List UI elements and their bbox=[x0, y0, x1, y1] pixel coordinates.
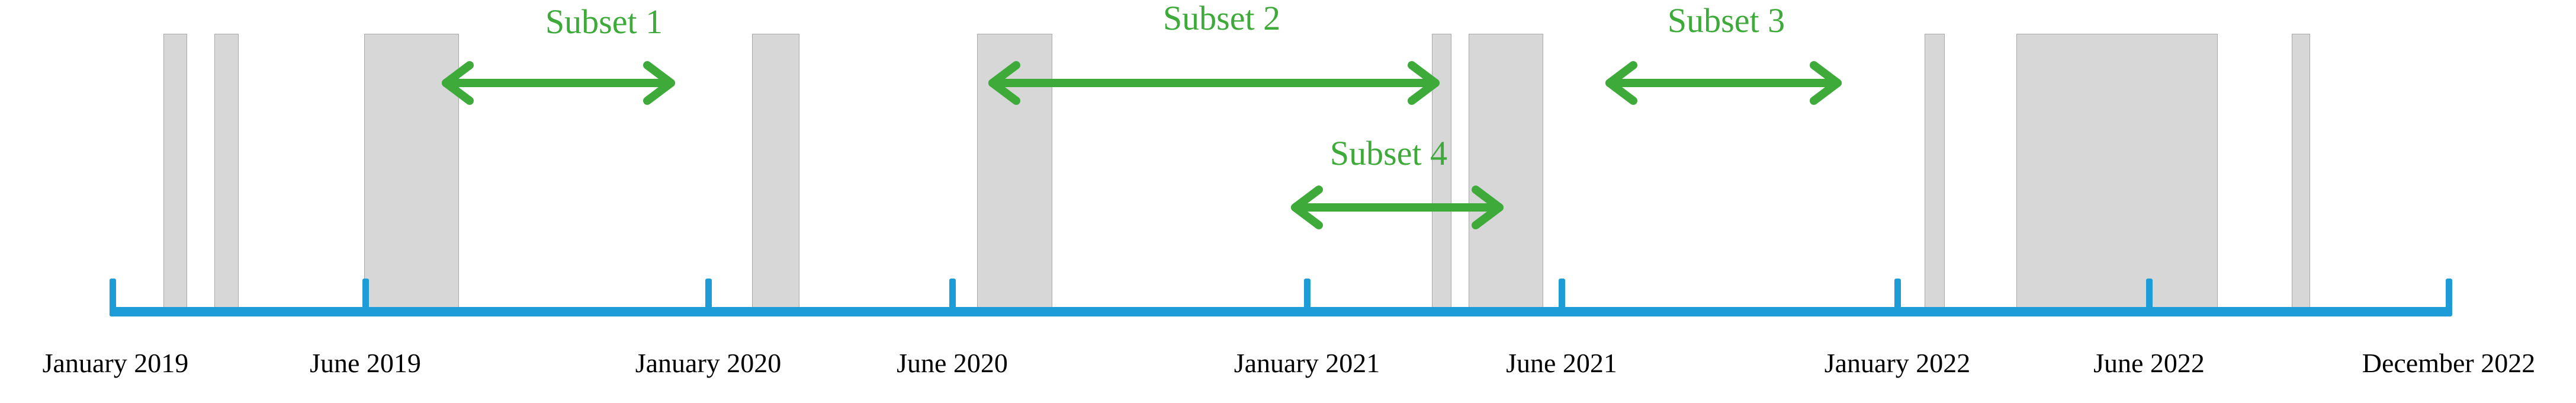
arrow-head-left bbox=[1291, 185, 1323, 212]
arrow-head-right bbox=[1408, 61, 1440, 87]
arrow-head-right bbox=[1472, 185, 1504, 212]
axis-tick bbox=[362, 279, 369, 316]
axis-tick bbox=[110, 279, 116, 316]
subset-4-label: Subset 4 bbox=[1329, 134, 1448, 172]
interval-bar bbox=[1469, 34, 1543, 311]
interval-bar bbox=[214, 34, 239, 311]
subset-2-arrow bbox=[988, 61, 1440, 105]
axis-tick-label: January 2021 bbox=[1234, 348, 1380, 378]
arrow-head-right bbox=[643, 61, 675, 87]
subset-3-arrow bbox=[1605, 61, 1842, 105]
arrow-head-left bbox=[1605, 79, 1637, 105]
interval-bar bbox=[752, 34, 799, 311]
axis-line bbox=[110, 307, 2452, 316]
axis-tick-label: June 2022 bbox=[2093, 348, 2205, 378]
subset-4-arrow bbox=[1291, 185, 1504, 229]
axis-tick-label: June 2020 bbox=[897, 348, 1008, 378]
arrow-head-left bbox=[442, 79, 474, 105]
axis-tick-label: January 2019 bbox=[42, 348, 189, 378]
axis-tick bbox=[949, 279, 956, 316]
arrow-head-left bbox=[1291, 203, 1323, 229]
arrow-head-right bbox=[643, 79, 675, 105]
axis-tick-label: January 2020 bbox=[635, 348, 782, 378]
arrow-head-left bbox=[988, 61, 1020, 87]
subset-3-label: Subset 3 bbox=[1667, 1, 1785, 40]
subset-2-label: Subset 2 bbox=[1162, 0, 1281, 37]
arrow-head-right bbox=[1408, 79, 1440, 105]
arrow-head-left bbox=[988, 79, 1020, 105]
arrow-head-right bbox=[1810, 79, 1842, 105]
axis-tick-label: June 2019 bbox=[310, 348, 421, 378]
interval-bar bbox=[163, 34, 187, 311]
arrow-head-right bbox=[1810, 61, 1842, 87]
axis-tick bbox=[1894, 279, 1901, 316]
interval-bar bbox=[1925, 34, 1945, 311]
axis-tick-label: December 2022 bbox=[2362, 348, 2536, 378]
axis-tick bbox=[1559, 279, 1565, 316]
axis-tick bbox=[1304, 279, 1311, 316]
axis-tick bbox=[2446, 279, 2452, 316]
axis-tick-label: June 2021 bbox=[1506, 348, 1617, 378]
interval-bar bbox=[2016, 34, 2218, 311]
axis-tick-label: January 2022 bbox=[1824, 348, 1971, 378]
axis-tick bbox=[705, 279, 712, 316]
interval-bar bbox=[2292, 34, 2310, 311]
arrow-head-right bbox=[1472, 203, 1504, 229]
axis-tick bbox=[2146, 279, 2153, 316]
subset-1-label: Subset 1 bbox=[545, 2, 663, 41]
arrow-head-left bbox=[1605, 61, 1637, 87]
arrow-head-left bbox=[442, 61, 474, 87]
subset-1-arrow bbox=[442, 61, 675, 105]
